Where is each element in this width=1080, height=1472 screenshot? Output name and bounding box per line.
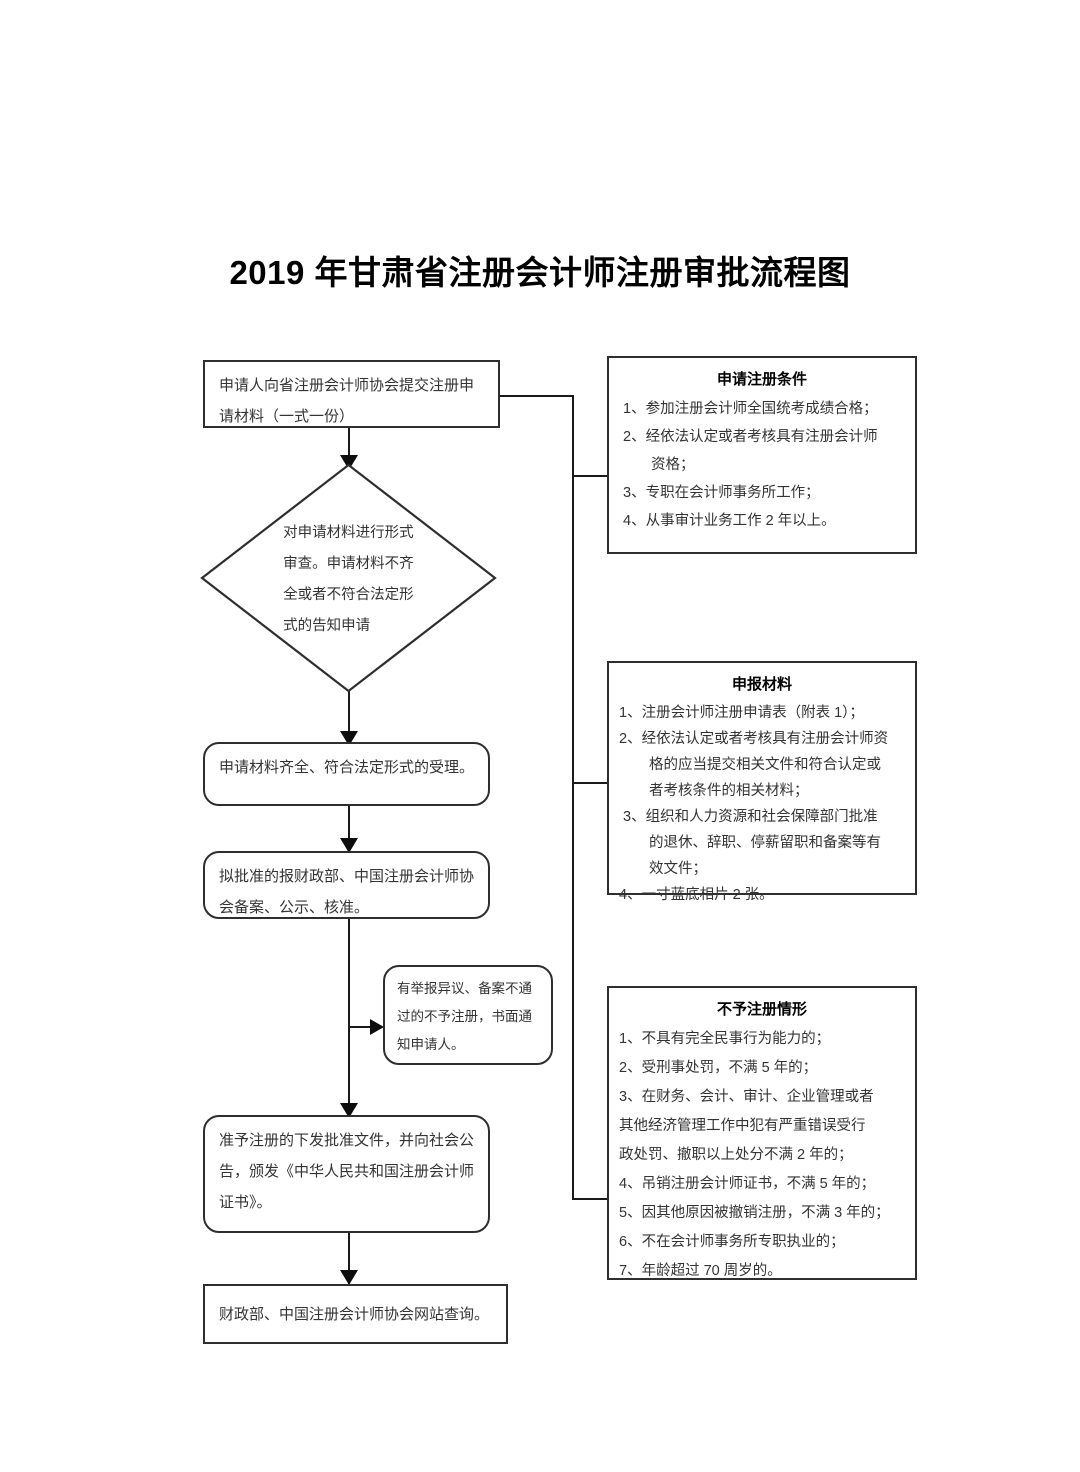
list-item: 3、在财务、会计、审计、企业管理或者 [619,1089,874,1105]
connector-to-note [348,1026,372,1028]
node-decision-label: 对申请材料进行形式审查。申请材料不齐全或者不符合法定形式的告知申请 [283,525,414,635]
panel-materials-list: 1、注册会计师注册申请表（附表 1）； 2、经依法认定或者考核具有注册会计师资 … [609,700,915,916]
list-item: 4、从事审计业务工作 2 年以上。 [623,513,836,529]
node-step4-label: 准予注册的下发批准文件，并向社会公告，颁发《中华人民共和国注册会计师证书》。 [219,1132,475,1211]
connector-step1-to-decision [348,427,350,463]
connector-bus-to-refusal [572,1198,608,1200]
panel-refusal-title: 不予注册情形 [716,1001,807,1018]
node-step1[interactable]: 申请人向省注册会计师协会提交注册申请材料（一式一份） [203,360,500,428]
list-item: 4、一寸蓝底相片 2 张。 [619,887,774,903]
list-item: 政处罚、撤职以上处分不满 2 年的； [619,1147,853,1163]
list-item: 4、吊销注册会计师证书，不满 5 年的； [619,1176,876,1192]
connector-step1-right-stub [500,395,574,397]
list-item: 7、年龄超过 70 周岁的。 [619,1263,782,1279]
node-step5-label: 财政部、中国注册会计师协会网站查询。 [219,1306,490,1323]
arrowhead-note-in [370,1019,384,1035]
panel-refusal: 不予注册情形 1、不具有完全民事行为能力的； 2、受刑事处罚，不满 5 年的； … [607,986,917,1280]
connector-bus-to-materials [572,782,608,784]
arrowhead-step5-in [340,1270,358,1285]
node-decision[interactable]: 对申请材料进行形式审查。申请材料不齐全或者不符合法定形式的告知申请 [200,463,497,693]
panel-materials: 申报材料 1、注册会计师注册申请表（附表 1）； 2、经依法认定或者考核具有注册… [607,661,917,903]
node-step4[interactable]: 准予注册的下发批准文件，并向社会公告，颁发《中华人民共和国注册会计师证书》。 [203,1115,490,1233]
page-title: 2019 年甘肃省注册会计师注册审批流程图 [229,254,851,291]
panel-conditions-list: 1、参加注册会计师全国统考成绩合格； 2、经依法认定或者考核具有注册会计师 资格… [609,395,915,545]
arrowhead-step3-in [340,838,358,853]
list-item: 格的应当提交相关文件和符合认定或 [649,757,881,773]
node-step1-label: 申请人向省注册会计师协会提交注册申请材料（一式一份） [219,377,475,425]
list-item: 1、参加注册会计师全国统考成绩合格； [623,401,878,417]
arrowhead-decision-in [340,455,358,470]
node-step5[interactable]: 财政部、中国注册会计师协会网站查询。 [203,1284,508,1344]
panel-materials-title: 申报材料 [731,676,792,693]
list-item: 资格； [651,457,695,473]
connector-step3-to-step4 [348,919,350,1115]
node-step2-label: 申请材料齐全、符合法定形式的受理。 [219,759,475,776]
node-note-label: 有举报异议、备案不通过的不予注册，书面通知申请人。 [397,981,532,1052]
connector-decision-to-step2 [348,690,350,746]
list-item: 3、专职在会计师事务所工作； [623,485,820,501]
node-step2[interactable]: 申请材料齐全、符合法定形式的受理。 [203,742,490,806]
list-item: 2、经依法认定或者考核具有注册会计师 [623,429,878,445]
connector-right-bus [572,395,574,1200]
list-item: 3、组织和人力资源和社会保障部门批准 [623,809,878,825]
list-item: 效文件； [649,861,707,877]
connector-step2-to-step3 [348,805,350,851]
panel-refusal-list: 1、不具有完全民事行为能力的； 2、受刑事处罚，不满 5 年的； 3、在财务、会… [609,1025,915,1294]
diamond-shape-icon [200,463,497,693]
node-step3[interactable]: 拟批准的报财政部、中国注册会计师协会备案、公示、核准。 [203,851,490,919]
list-item: 其他经济管理工作中犯有严重错误受行 [619,1118,866,1134]
connector-step4-to-step5 [348,1232,350,1284]
list-item: 2、受刑事处罚，不满 5 年的； [619,1060,818,1076]
list-item: 2、经依法认定或者考核具有注册会计师资 [619,731,889,747]
list-item: 1、不具有完全民事行为能力的； [619,1031,831,1047]
node-step3-label: 拟批准的报财政部、中国注册会计师协会备案、公示、核准。 [219,868,475,916]
list-item: 6、不在会计师事务所专职执业的； [619,1234,845,1250]
arrowhead-step4-in [340,1103,358,1118]
panel-conditions: 申请注册条件 1、参加注册会计师全国统考成绩合格； 2、经依法认定或者考核具有注… [607,356,917,554]
list-item: 5、因其他原因被撤销注册，不满 3 年的； [619,1205,890,1221]
list-item: 者考核条件的相关材料； [649,783,809,799]
list-item: 的退休、辞职、停薪留职和备案等有 [649,835,881,851]
list-item: 1、注册会计师注册申请表（附表 1）； [619,705,864,721]
connector-bus-to-conditions [572,475,608,477]
panel-conditions-title: 申请注册条件 [716,371,807,388]
node-note[interactable]: 有举报异议、备案不通过的不予注册，书面通知申请人。 [383,965,553,1065]
